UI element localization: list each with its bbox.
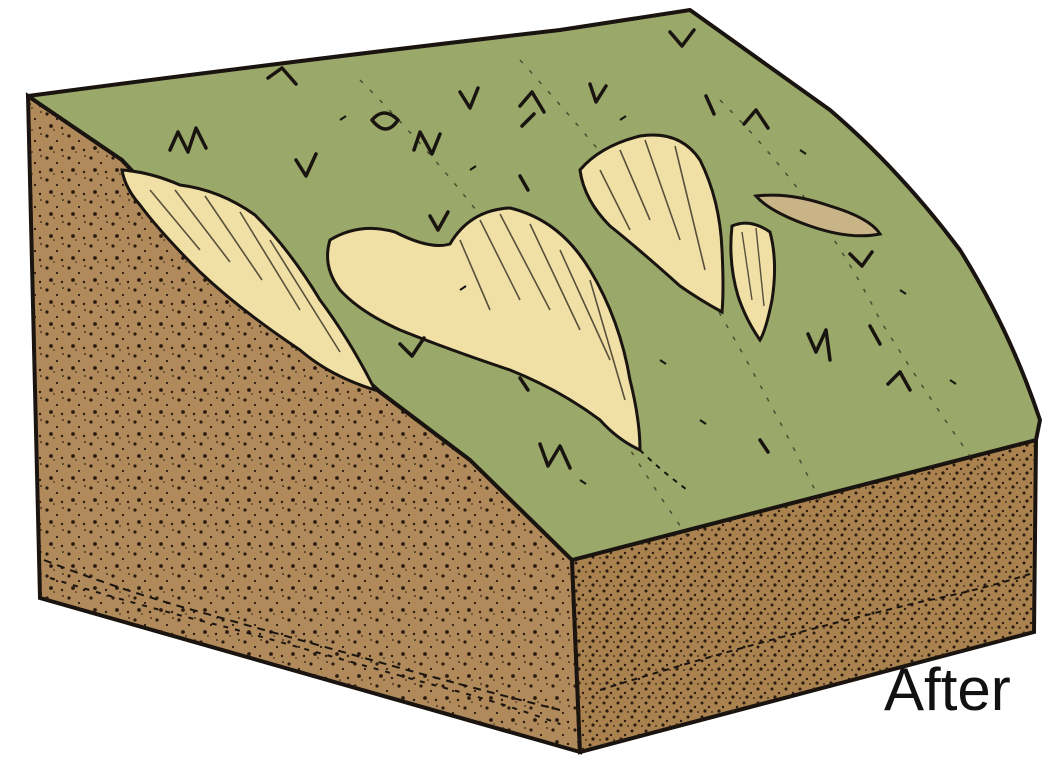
diagram-caption: After: [884, 656, 1011, 724]
